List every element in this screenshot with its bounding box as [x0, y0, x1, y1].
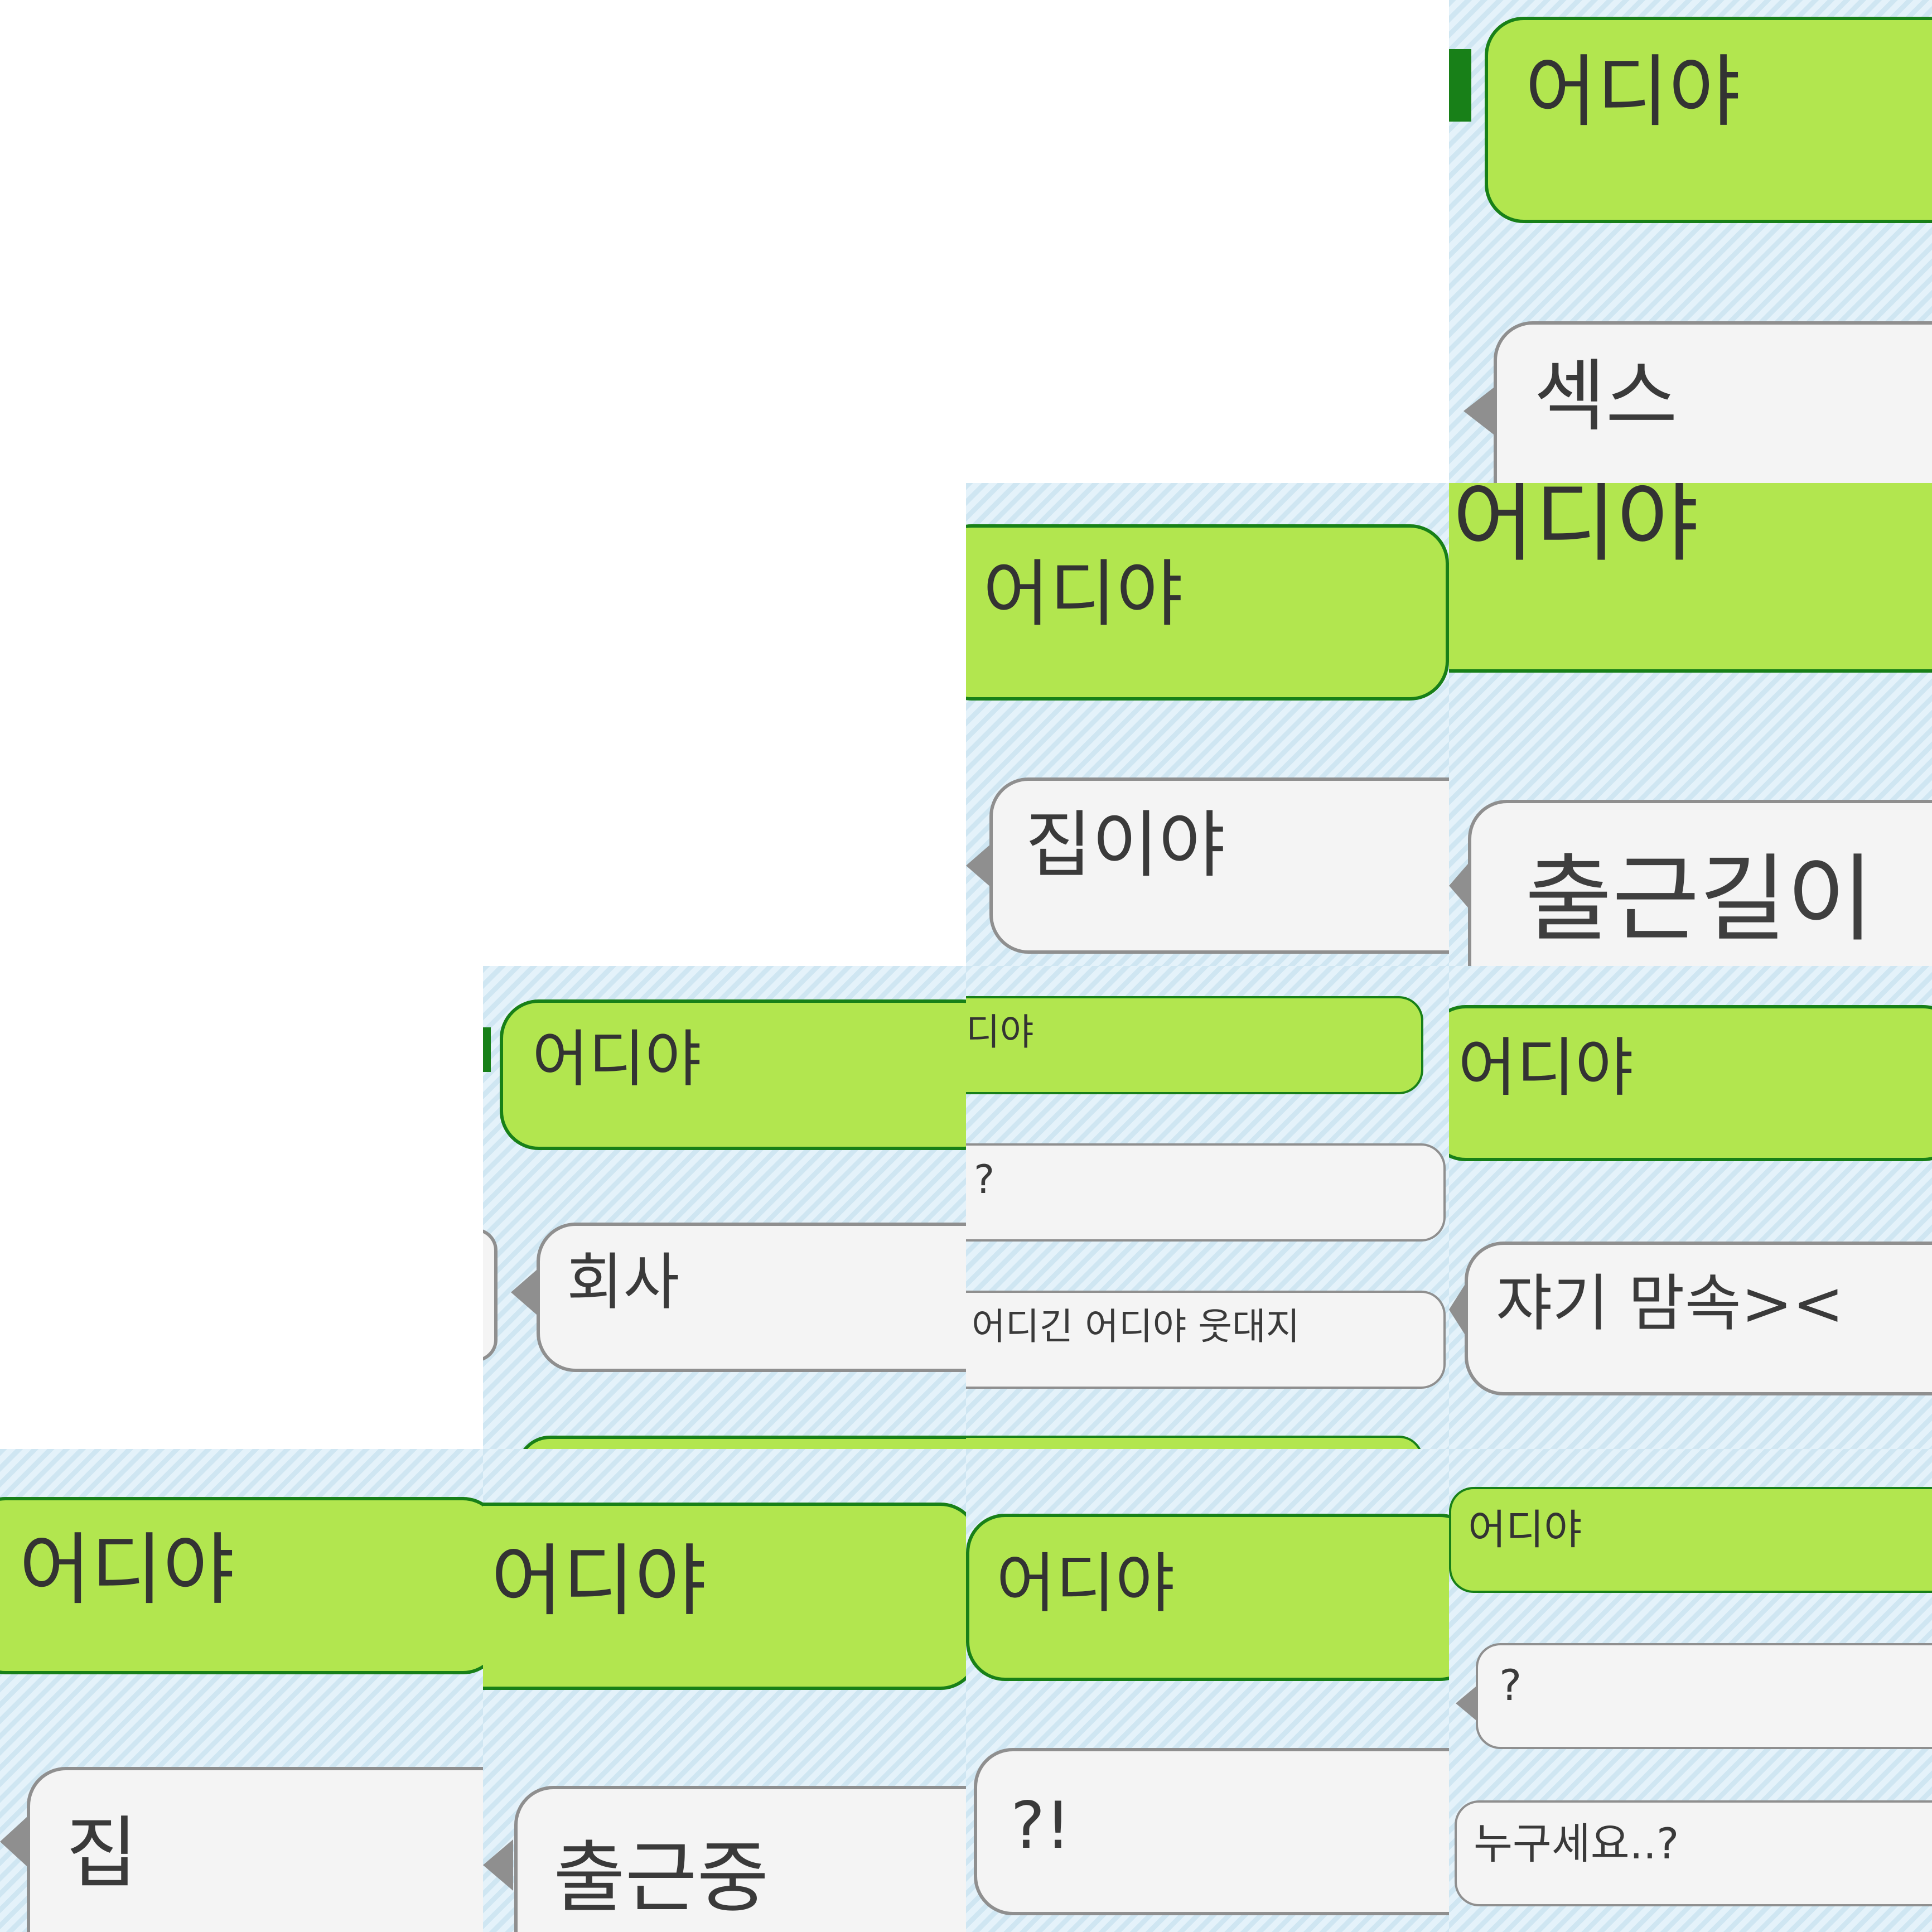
- sent-message-text: 어디야: [1452, 483, 1699, 574]
- chat-panel-5: 디야 ? 어디긴 어디야 웃대지: [966, 966, 1449, 1449]
- sender-marker: [1449, 49, 1471, 122]
- reply-text: 누구세요..?: [1474, 1819, 1679, 1868]
- received-message-bubble: 쟈기 맘속><: [1465, 1242, 1932, 1395]
- received-message-text: 집이야: [1025, 803, 1225, 887]
- sent-message-text: 어디야: [1525, 47, 1741, 138]
- bubble-tail: [1464, 388, 1494, 434]
- next-sent-bubble-edge: [516, 1436, 966, 1449]
- sent-message-text: 어디야: [1468, 1506, 1582, 1554]
- received-message-text: 출근길이: [1525, 844, 1874, 955]
- chat-panel-2: 어디야 집이야: [966, 483, 1449, 966]
- received-message-bubble: 집: [27, 1767, 483, 1932]
- chat-panel-4: 어디야 회사: [483, 966, 966, 1449]
- chat-panel-10: 어디야 ? 누구세요..?: [1449, 1449, 1932, 1932]
- chat-panel-6: 어디야 쟈기 맘속><: [1449, 966, 1932, 1449]
- received-message-text: 집: [66, 1808, 138, 1899]
- sent-message-bubble: 어디야: [0, 1497, 483, 1674]
- received-message-text: 회사: [567, 1247, 680, 1318]
- received-message-text: 출근중: [553, 1833, 769, 1924]
- received-message-bubble: 출근중: [514, 1786, 966, 1932]
- sent-message-text: 어디야: [1458, 1031, 1634, 1105]
- bubble-tail: [0, 1817, 27, 1866]
- sent-message-text: 어디야: [532, 1023, 702, 1095]
- reply-text: ?: [974, 1157, 995, 1202]
- chat-panel-3: 어디야 출근길이: [1449, 483, 1932, 966]
- sent-message-bubble: 어디야: [483, 1503, 966, 1690]
- chat-panel-7: 어디야 집: [0, 1449, 483, 1932]
- sent-message-bubble: 어디야: [1449, 1487, 1932, 1593]
- chat-panel-8: 어디야 출근중: [483, 1449, 966, 1932]
- bubble-tail: [511, 1270, 537, 1315]
- received-message-text: 쟈기 맘속><: [1496, 1268, 1844, 1339]
- chat-panel-9: 어디야 ?!: [966, 1449, 1449, 1932]
- sent-message-bubble: 디야: [966, 996, 1423, 1094]
- reply-bubble: ?: [1476, 1643, 1932, 1749]
- next-sent-bubble-edge: [966, 1436, 1423, 1449]
- sent-message-text: 디야: [966, 1011, 1034, 1054]
- reply-text: ?: [1499, 1660, 1522, 1710]
- sent-message-text: 어디야: [983, 552, 1183, 636]
- prior-message-bubble-edge: [483, 1228, 498, 1362]
- sent-message-text: 어디야: [996, 1546, 1175, 1621]
- received-message-text: ?!: [1011, 1788, 1071, 1863]
- sent-message-bubble: 어디야: [966, 524, 1449, 701]
- reply-bubble: 어디긴 어디야 웃대지: [966, 1291, 1446, 1389]
- sent-message-bubble: 어디야: [966, 1514, 1449, 1681]
- sent-message-bubble: 어디야: [1449, 483, 1932, 673]
- reply-text: 어디긴 어디야 웃대지: [972, 1305, 1300, 1348]
- received-message-text: 섹스: [1534, 351, 1678, 442]
- received-message-bubble: 회사: [537, 1223, 966, 1372]
- received-message-bubble: ?!: [974, 1748, 1449, 1915]
- sender-marker: [483, 1027, 491, 1072]
- sent-message-text: 어디야: [491, 1536, 707, 1627]
- chat-panel-1: 어디야 섹스: [1449, 0, 1932, 483]
- bubble-tail: [1449, 1285, 1465, 1334]
- bubble-tail: [1449, 860, 1471, 911]
- received-message-bubble: 출근길이: [1468, 800, 1932, 966]
- received-message-bubble: 섹스: [1494, 321, 1932, 483]
- sent-message-bubble: 어디야: [1485, 17, 1932, 223]
- received-message-bubble: 집이야: [989, 777, 1449, 954]
- sent-message-bubble: 어디야: [500, 999, 966, 1150]
- sent-message-bubble: 어디야: [1449, 1005, 1932, 1161]
- reply-bubble: ?: [966, 1143, 1446, 1242]
- bubble-tail: [966, 843, 992, 888]
- reply-bubble: 누구세요..?: [1455, 1800, 1932, 1906]
- bubble-tail: [483, 1839, 513, 1891]
- sent-message-text: 어디야: [19, 1525, 235, 1616]
- bubble-tail: [1456, 1687, 1476, 1720]
